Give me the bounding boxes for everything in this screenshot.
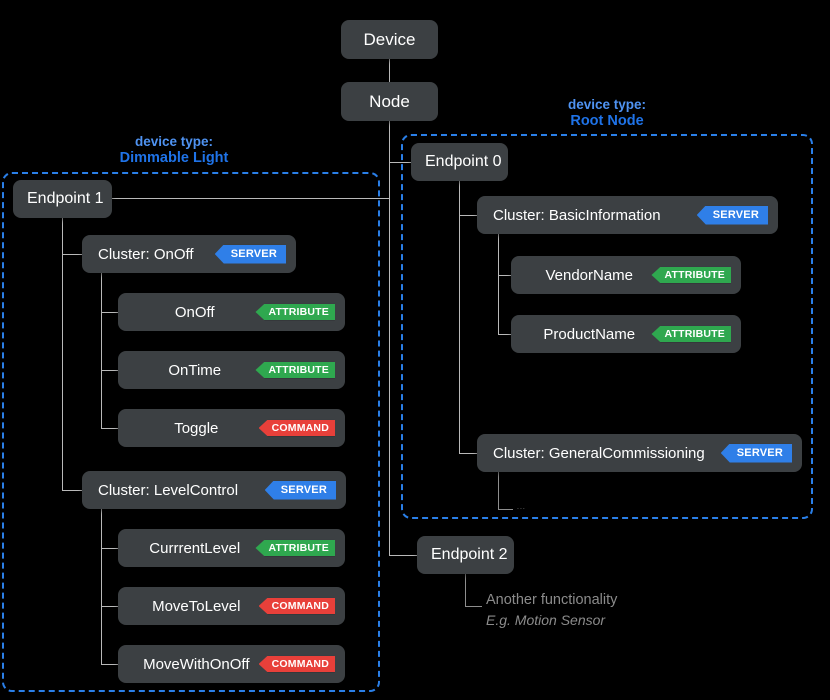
device-node-label: Device — [363, 30, 416, 49]
element-card-movetolevel-command[interactable]: MoveToLevel COMMAND — [118, 587, 345, 625]
connector-endpoint1-to-cluster-onoff — [62, 254, 82, 255]
attribute-badge: ATTRIBUTE — [255, 361, 335, 379]
device-type-group-root-node — [401, 134, 813, 519]
server-badge: SERVER — [696, 205, 768, 225]
element-card-vendorname-attribute[interactable]: VendorName ATTRIBUTE — [511, 256, 741, 294]
device-type-kind-label: device type: — [567, 97, 647, 112]
connector-cluster-onoff-to-toggle — [101, 428, 118, 429]
element-card-ontime-attribute[interactable]: OnTime ATTRIBUTE — [118, 351, 345, 389]
connector-cluster-onoff-to-onoff — [101, 312, 118, 313]
cluster-card-levelcontrol[interactable]: Cluster: LevelControl SERVER — [82, 471, 346, 509]
connector-endpoint2-to-annotation — [465, 606, 482, 607]
server-badge: SERVER — [264, 480, 336, 500]
connector-device-to-node — [389, 58, 390, 82]
connector-trunk-to-endpoint1 — [112, 198, 390, 199]
attribute-badge: ATTRIBUTE — [651, 325, 731, 343]
element-label: MoveToLevel — [152, 597, 241, 615]
attribute-badge: ATTRIBUTE — [651, 266, 731, 284]
device-type-kind-label: device type: — [134, 134, 214, 149]
element-card-toggle-command[interactable]: Toggle COMMAND — [118, 409, 345, 447]
element-label: Toggle — [174, 419, 219, 437]
connector-node-trunk — [389, 120, 390, 555]
endpoint-card-endpoint-2[interactable]: Endpoint 2 — [417, 536, 514, 574]
connector-cluster-basicinformation-to-productname — [498, 334, 513, 335]
device-type-name-label: Dimmable Light — [119, 149, 229, 166]
connector-endpoint1-spine — [62, 218, 63, 490]
cluster-label: Cluster: GeneralCommissioning — [493, 444, 705, 462]
connector-cluster-generalcommissioning-to-more — [498, 509, 513, 510]
connector-trunk-to-endpoint2 — [389, 555, 417, 556]
element-label: MoveWithOnOff — [143, 655, 250, 673]
connector-endpoint0-to-cluster-generalcommissioning — [459, 453, 477, 454]
connector-cluster-basicinformation-to-vendorname — [498, 275, 513, 276]
attribute-badge: ATTRIBUTE — [255, 539, 335, 557]
endpoint2-annotation-line2: E.g. Motion Sensor — [486, 611, 606, 628]
connector-cluster-basicinformation-spine — [498, 234, 499, 335]
connector-endpoint2-spine — [465, 574, 466, 607]
cluster-card-onoff[interactable]: Cluster: OnOff SERVER — [82, 235, 296, 273]
element-label: OnOff — [174, 303, 215, 321]
endpoint-label: Endpoint 1 — [27, 190, 104, 207]
endpoint2-annotation: Another functionality E.g. Motion Sensor — [486, 591, 617, 629]
cluster-label: Cluster: BasicInformation — [493, 206, 661, 224]
connector-cluster-generalcommissioning-spine — [498, 472, 499, 510]
element-label: CurrrentLevel — [149, 539, 241, 557]
node-card[interactable]: Node — [341, 82, 438, 121]
connector-trunk-to-endpoint0 — [389, 162, 411, 163]
command-badge: COMMAND — [258, 597, 335, 615]
attribute-badge: ATTRIBUTE — [255, 303, 335, 321]
server-badge: SERVER — [720, 443, 792, 463]
element-card-onoff-attribute[interactable]: OnOff ATTRIBUTE — [118, 293, 345, 331]
cluster-label: Cluster: LevelControl — [98, 481, 239, 499]
server-badge: SERVER — [214, 244, 286, 264]
connector-cluster-onoff-spine — [101, 273, 102, 428]
element-label: ProductName — [543, 325, 636, 343]
element-card-currentlevel-attribute[interactable]: CurrrentLevel ATTRIBUTE — [118, 529, 345, 567]
endpoint-label: Endpoint 0 — [425, 153, 502, 170]
element-label: OnTime — [168, 361, 222, 379]
element-card-movewithonoff-command[interactable]: MoveWithOnOff COMMAND — [118, 645, 345, 683]
device-type-caption-dimmable-light: device type: Dimmable Light — [94, 134, 254, 167]
endpoint-card-endpoint-0[interactable]: Endpoint 0 — [411, 143, 508, 181]
connector-endpoint0-to-cluster-basicinformation — [459, 215, 477, 216]
cluster-card-basicinformation[interactable]: Cluster: BasicInformation SERVER — [477, 196, 778, 234]
connector-cluster-onoff-to-ontime — [101, 370, 118, 371]
device-type-name-label: Root Node — [570, 112, 644, 129]
endpoint-card-endpoint-1[interactable]: Endpoint 1 — [13, 180, 112, 218]
connector-cluster-levelcontrol-spine — [101, 509, 102, 664]
cluster-label: Cluster: OnOff — [98, 245, 194, 263]
command-badge: COMMAND — [258, 419, 335, 437]
connector-cluster-levelcontrol-to-movewithonoff — [101, 664, 118, 665]
command-badge: COMMAND — [258, 655, 335, 673]
device-node-card[interactable]: Device — [341, 20, 438, 59]
connector-endpoint0-spine — [459, 181, 460, 453]
device-type-caption-root-node: device type: Root Node — [527, 97, 687, 130]
connector-cluster-levelcontrol-to-currentlevel — [101, 548, 118, 549]
element-card-productname-attribute[interactable]: ProductName ATTRIBUTE — [511, 315, 741, 353]
device-type-group-dimmable-light — [2, 172, 380, 692]
endpoint2-annotation-line1: Another functionality — [486, 592, 618, 608]
connector-endpoint1-to-cluster-levelcontrol — [62, 490, 82, 491]
node-label: Node — [369, 92, 410, 111]
cluster-card-generalcommissioning[interactable]: Cluster: GeneralCommissioning SERVER — [477, 434, 802, 472]
connector-cluster-levelcontrol-to-movetolevel — [101, 606, 118, 607]
element-label-more: ... — [517, 504, 526, 511]
element-label: VendorName — [545, 266, 634, 284]
endpoint-label: Endpoint 2 — [431, 546, 508, 563]
